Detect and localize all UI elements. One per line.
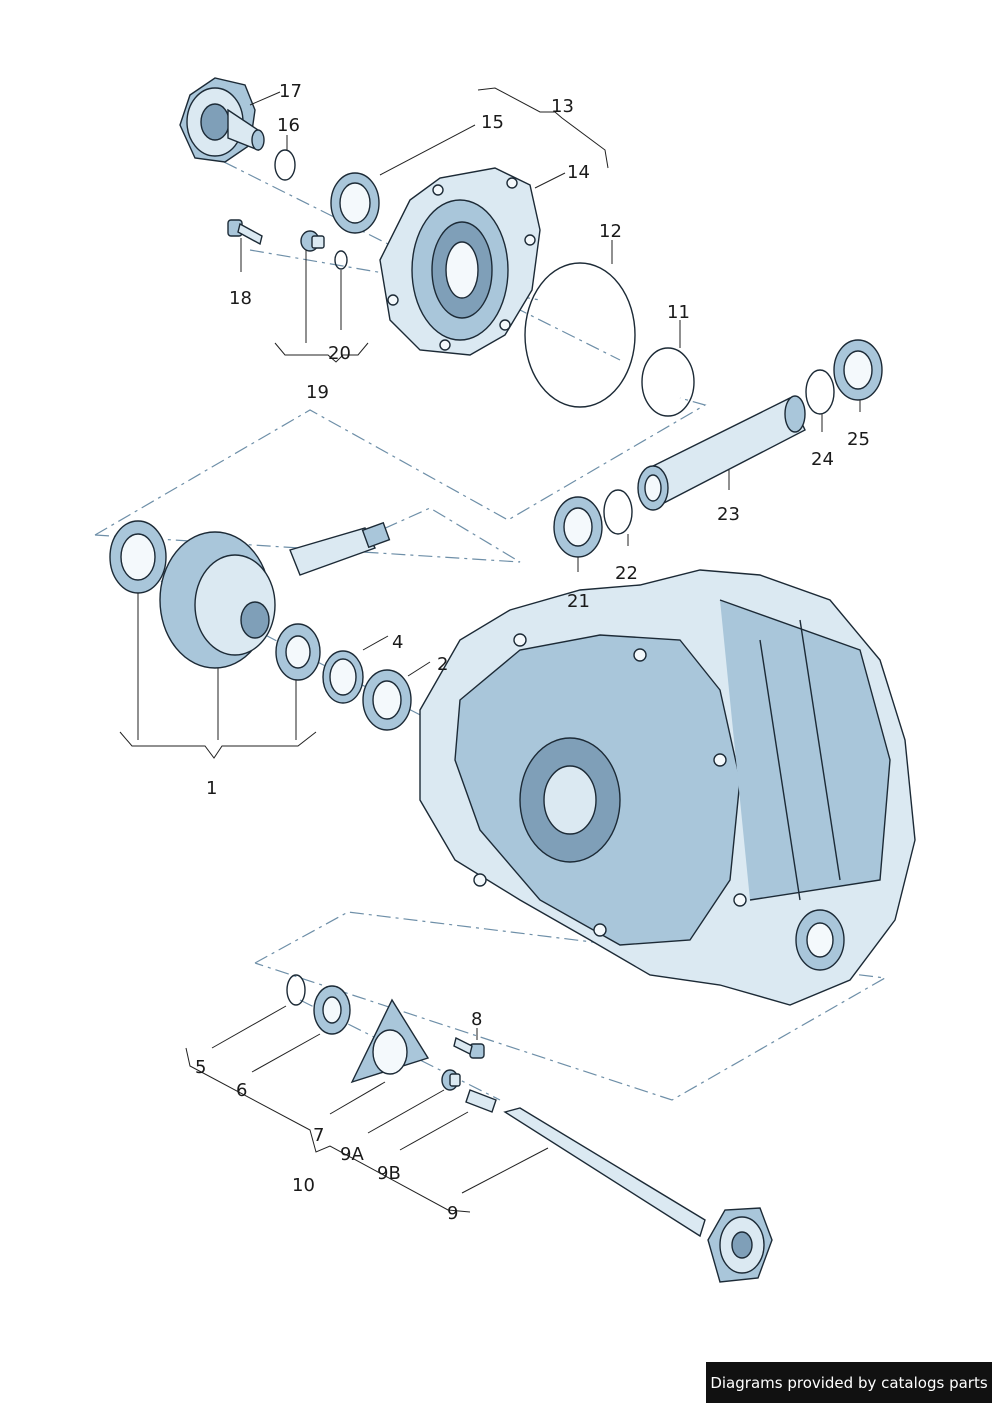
o-ring-12 [524, 262, 636, 408]
callout-11: 11 [667, 302, 690, 323]
callout-labels: 1 2 4 5 6 7 8 9 9A 9B 10 11 12 13 14 15 … [195, 81, 870, 1224]
sleeve-9b [465, 1089, 497, 1113]
callout-18: 18 [229, 288, 252, 309]
circlip-16 [274, 149, 296, 181]
bearing-plate-7 [350, 998, 430, 1084]
callout-21: 21 [567, 591, 590, 612]
seal-ring-20 [334, 250, 348, 270]
shaft-seal-21 [553, 496, 603, 558]
credit-text: Diagrams provided by catalogs parts [710, 1373, 988, 1392]
plug-19 [300, 230, 325, 252]
bolt-8 [453, 1036, 485, 1059]
callout-9a: 9A [340, 1144, 364, 1165]
callout-24: 24 [811, 449, 834, 470]
callout-14: 14 [567, 162, 590, 183]
shim-4 [322, 650, 364, 704]
cover-housing-14 [379, 167, 541, 356]
callout-20: 20 [328, 343, 351, 364]
shaft-seal-25 [833, 339, 883, 401]
o-ring-11 [641, 347, 695, 417]
callout-13: 13 [551, 96, 574, 117]
callout-6: 6 [236, 1080, 247, 1101]
flange-shaft-17 [179, 77, 265, 163]
callout-4: 4 [392, 632, 403, 653]
callout-1: 1 [206, 778, 217, 799]
o-ring-22 [603, 489, 633, 535]
callout-19: 19 [306, 382, 329, 403]
differential-1 [109, 520, 391, 681]
callout-16: 16 [277, 115, 300, 136]
callout-5: 5 [195, 1057, 206, 1078]
credit-banner: Diagrams provided by catalogs parts [706, 1362, 992, 1403]
callout-17: 17 [279, 81, 302, 102]
callout-23: 23 [717, 504, 740, 525]
tube-23 [637, 395, 806, 511]
leader-lines [119, 87, 861, 1213]
callout-9: 9 [447, 1203, 458, 1224]
ball-bearing-6 [313, 985, 351, 1035]
callout-15: 15 [481, 112, 504, 133]
callout-8: 8 [471, 1009, 482, 1030]
callout-22: 22 [615, 563, 638, 584]
shaft-seal-15 [330, 172, 380, 234]
callout-2: 2 [437, 654, 448, 675]
shaft-seal-2 [362, 669, 412, 731]
plug-9a [441, 1069, 461, 1091]
gearbox-housing [419, 569, 916, 1006]
callout-9b: 9B [377, 1163, 401, 1184]
callout-10: 10 [292, 1175, 315, 1196]
bolt-18 [227, 219, 263, 246]
flange-shaft-9 [503, 1107, 773, 1283]
circlip-5 [286, 974, 306, 1006]
callout-12: 12 [599, 221, 622, 242]
o-ring-24 [805, 369, 835, 415]
callout-7: 7 [313, 1125, 324, 1146]
callout-25: 25 [847, 429, 870, 450]
